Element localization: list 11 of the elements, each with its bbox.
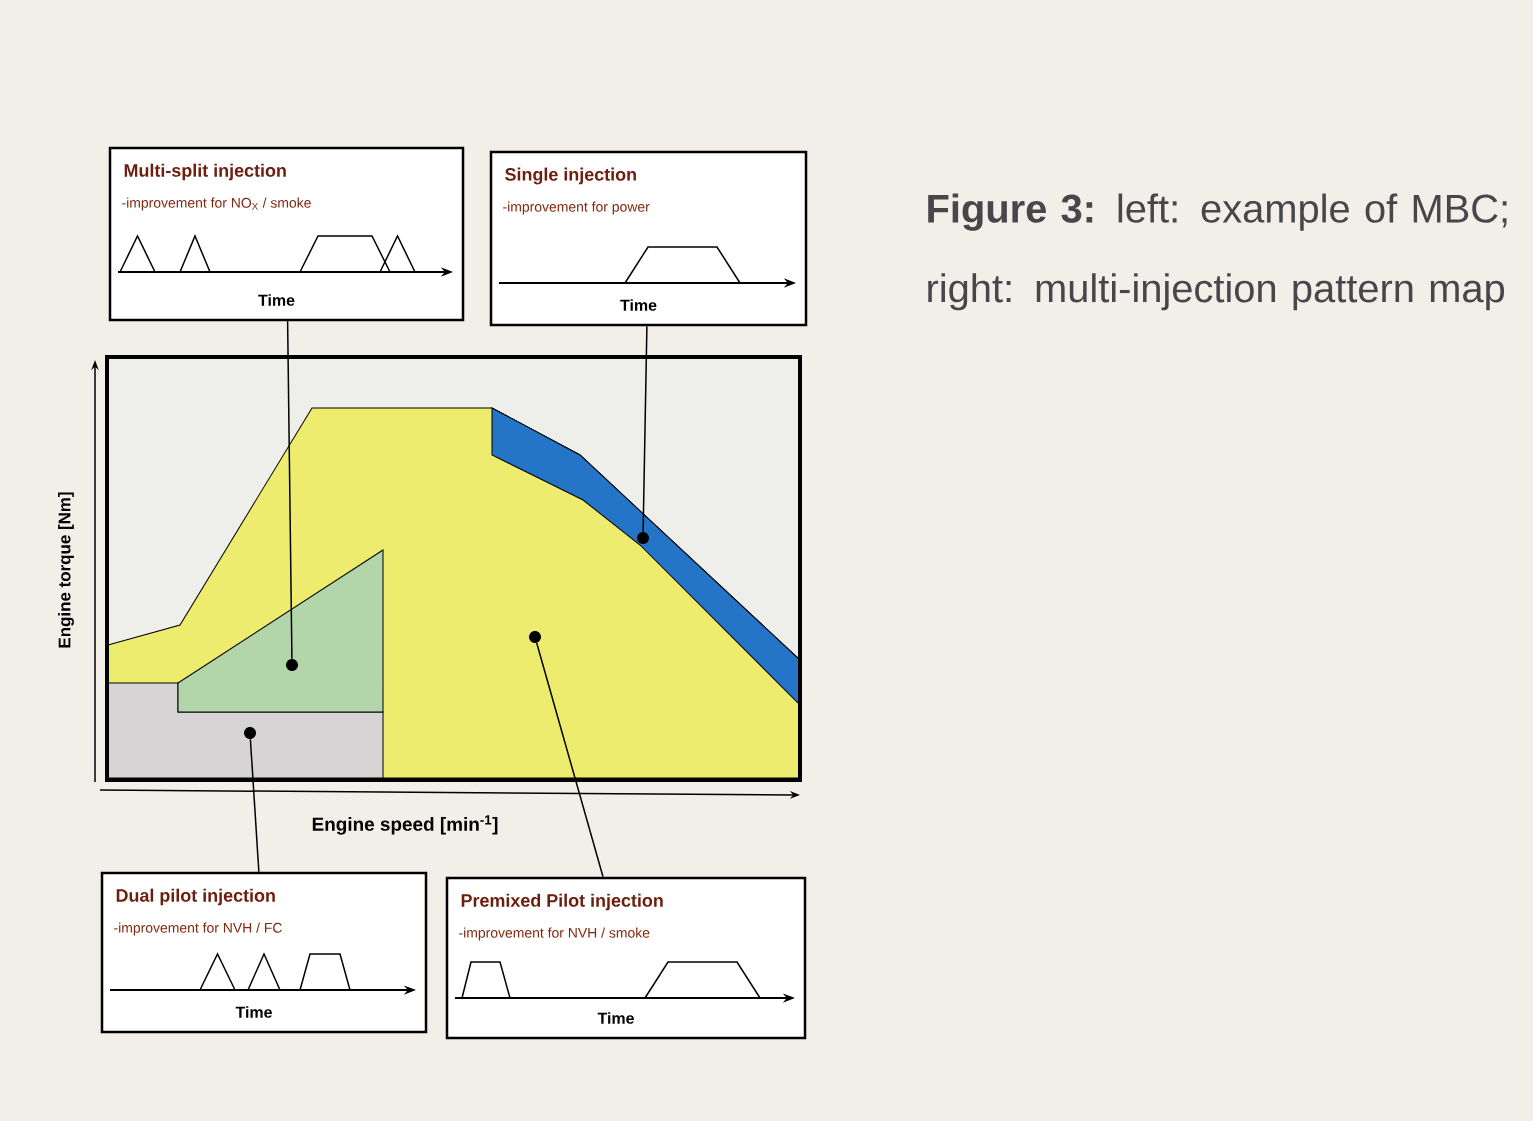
leader-line [249,738,260,873]
injection-box: Multi-split injection -improvement for NO$_{X}$ / smoke Time [108,146,465,322]
injection-box: Premixed Pilot injection -improvement for NVH / smoke Time [445,876,807,1040]
leader-line [642,325,648,533]
leader-line [535,642,604,878]
axis-label: Engine torque [Nm] [58,492,74,648]
axis-label: Engine speed [min$^{-1}$] [312,815,498,835]
injection-box: Dual pilot injection -improvement for NVH / FC Time [100,871,428,1034]
figure-caption: Figure 3: left: example of MBC; right: multi-injection pattern map [928,193,1507,311]
injection-box: Single injection -improvement for power Time [489,150,808,327]
leader-line [286,320,293,660]
